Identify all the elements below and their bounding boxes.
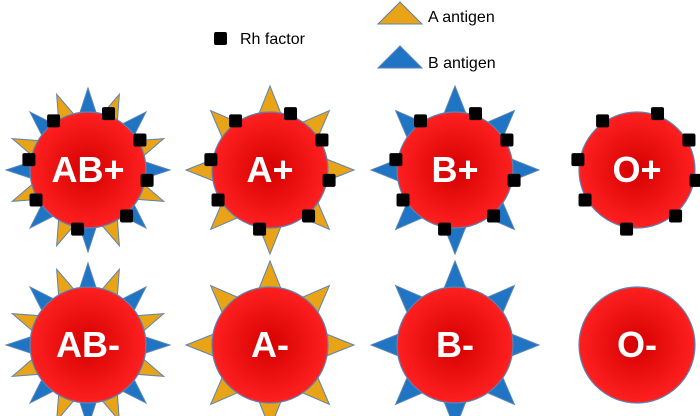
blood-cell-oneg: O- bbox=[578, 286, 696, 404]
cell-body bbox=[578, 111, 696, 229]
rh-factor-marker bbox=[396, 193, 410, 207]
cell-body bbox=[29, 111, 147, 229]
b-antigen-legend-icon bbox=[376, 45, 424, 69]
blood-type-label: B- bbox=[436, 324, 474, 365]
rh-factor-marker bbox=[689, 173, 700, 187]
a-antigen-legend-icon bbox=[376, 1, 424, 25]
cells: AB+ A+ B+ O+ AB- A- B- O- bbox=[4, 84, 700, 416]
rh-factor-marker bbox=[682, 133, 696, 147]
rh-factor-marker bbox=[302, 209, 316, 223]
a-antigen-spike bbox=[184, 332, 216, 358]
rh-factor-marker bbox=[651, 107, 665, 121]
rh-factor-marker bbox=[71, 222, 85, 236]
rh-factor-marker bbox=[140, 173, 154, 187]
blood-cell-bpos: B+ bbox=[369, 84, 541, 256]
a-antigen-legend-label: A antigen bbox=[428, 9, 495, 26]
rh-factor-marker bbox=[596, 114, 610, 128]
blood-cell-bneg: B- bbox=[369, 259, 541, 416]
b-antigen-spike bbox=[142, 335, 172, 355]
rh-factor-marker bbox=[211, 193, 225, 207]
blood-cell-aneg: A- bbox=[184, 259, 356, 416]
cell-body bbox=[211, 111, 329, 229]
cell-body bbox=[578, 286, 696, 404]
legend: Rh factor A antigen B antigen bbox=[214, 1, 496, 72]
rh-factor-marker bbox=[322, 173, 336, 187]
blood-type-label: A- bbox=[251, 324, 289, 365]
rh-factor-legend-label: Rh factor bbox=[240, 31, 306, 48]
blood-cell-abneg: AB- bbox=[4, 261, 172, 416]
rh-factor-marker bbox=[500, 133, 514, 147]
rh-factor-marker bbox=[469, 107, 483, 121]
blood-cell-opos: O+ bbox=[571, 107, 700, 236]
rh-factor-marker bbox=[133, 133, 147, 147]
rh-factor-marker bbox=[487, 209, 501, 223]
b-antigen-spike bbox=[442, 259, 468, 291]
rh-factor-marker bbox=[29, 193, 43, 207]
rh-factor-marker bbox=[204, 153, 218, 167]
rh-factor-marker bbox=[669, 209, 683, 223]
cell-body bbox=[396, 111, 514, 229]
rh-factor-legend-icon bbox=[214, 32, 227, 45]
cell-body bbox=[396, 286, 514, 404]
blood-type-label: A+ bbox=[246, 149, 293, 190]
rh-factor-marker bbox=[438, 222, 452, 236]
rh-factor-marker bbox=[120, 209, 134, 223]
rh-factor-marker bbox=[414, 114, 428, 128]
rh-factor-marker bbox=[47, 114, 61, 128]
blood-type-label: O- bbox=[617, 324, 657, 365]
rh-factor-marker bbox=[253, 222, 267, 236]
b-antigen-spike bbox=[369, 332, 401, 358]
rh-factor-marker bbox=[102, 107, 116, 121]
blood-type-label: AB+ bbox=[51, 149, 124, 190]
a-antigen-spike bbox=[257, 84, 283, 116]
cell-body bbox=[29, 286, 147, 404]
b-antigen-spike bbox=[4, 335, 34, 355]
rh-factor-marker bbox=[229, 114, 243, 128]
blood-cell-apos: A+ bbox=[184, 84, 356, 256]
cell-body bbox=[211, 286, 329, 404]
blood-cell-abpos: AB+ bbox=[4, 86, 172, 254]
a-antigen-spike bbox=[257, 259, 283, 291]
rh-factor-marker bbox=[284, 107, 298, 121]
b-antigen-spike bbox=[78, 261, 98, 291]
b-antigen-spike bbox=[509, 332, 541, 358]
rh-factor-marker bbox=[507, 173, 521, 187]
rh-factor-marker bbox=[389, 153, 403, 167]
a-antigen-spike bbox=[324, 332, 356, 358]
rh-factor-marker bbox=[620, 222, 634, 236]
blood-type-label: O+ bbox=[612, 149, 661, 190]
rh-factor-marker bbox=[578, 193, 592, 207]
b-antigen-spike bbox=[442, 84, 468, 116]
b-antigen-spike bbox=[78, 86, 98, 116]
rh-factor-marker bbox=[22, 153, 36, 167]
b-antigen-legend-label: B antigen bbox=[428, 55, 496, 72]
rh-factor-marker bbox=[571, 153, 585, 167]
blood-type-label: B+ bbox=[431, 149, 478, 190]
rh-factor-marker bbox=[315, 133, 329, 147]
blood-type-label: AB- bbox=[56, 324, 120, 365]
